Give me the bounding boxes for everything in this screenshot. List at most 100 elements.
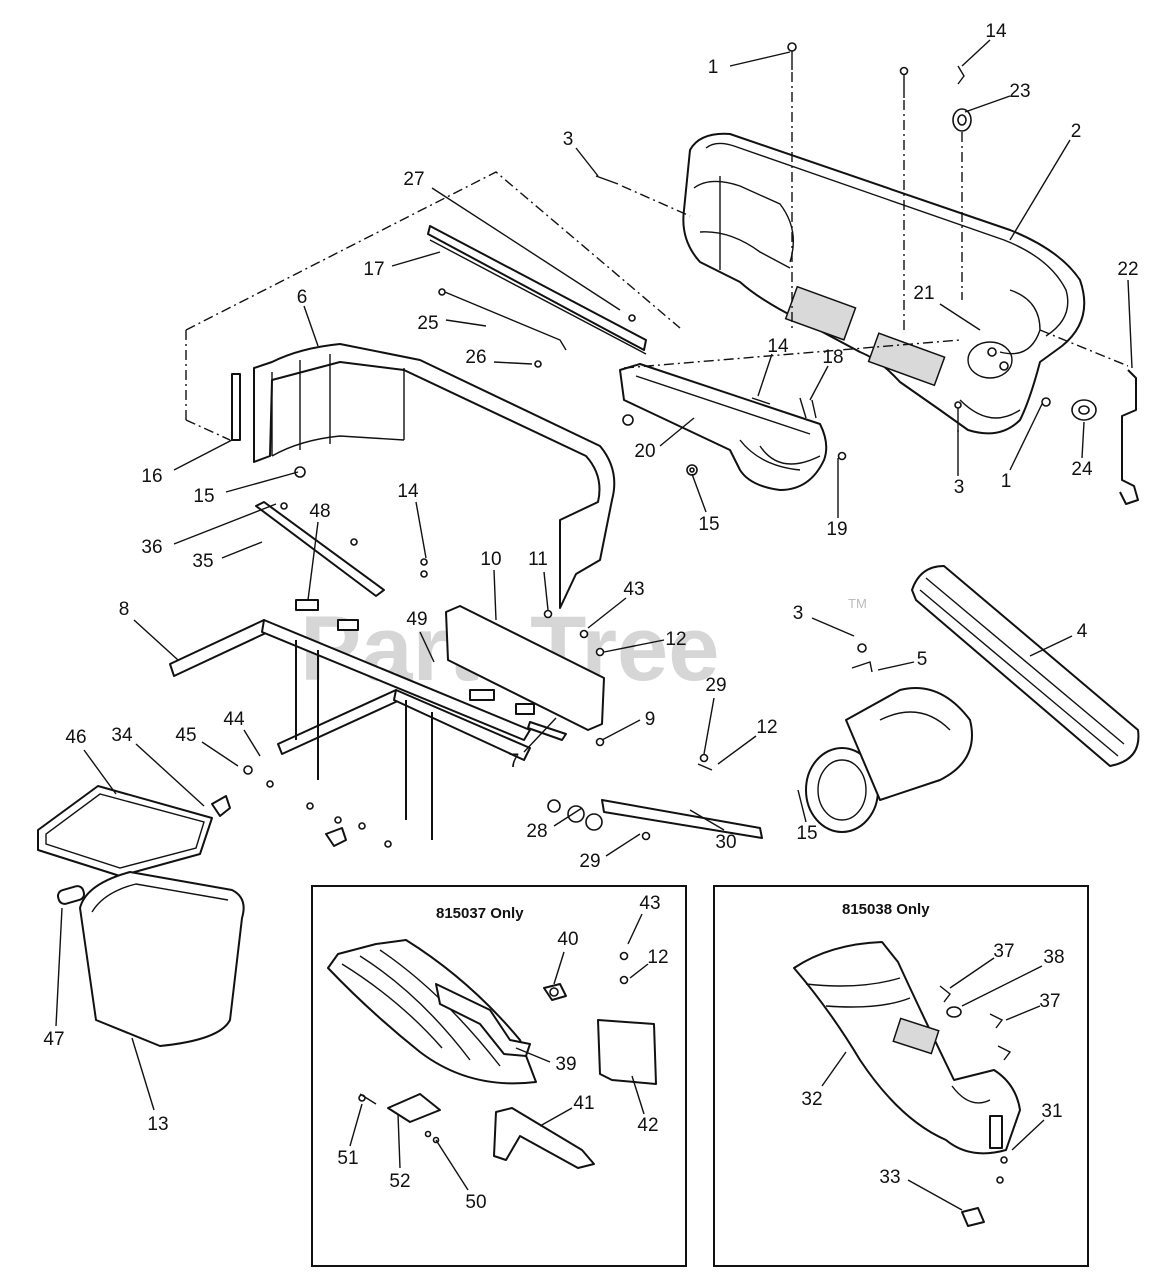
callout-label-28: 28 (526, 821, 547, 842)
callout-label-15: 15 (698, 514, 719, 535)
callout-label-18: 18 (822, 347, 843, 368)
callout-label-8: 8 (119, 599, 130, 620)
callout-leader (131, 1037, 155, 1111)
callout-leader (757, 353, 773, 397)
callout-label-50: 50 (465, 1192, 486, 1213)
bag-liner (185, 171, 681, 609)
flex-hose (911, 565, 1140, 767)
callout-label-13: 13 (147, 1114, 168, 1135)
callout-label-4: 4 (1077, 621, 1088, 642)
callout-leader (603, 639, 665, 653)
callout-label-30: 30 (715, 832, 736, 853)
callout-label-14: 14 (767, 336, 789, 357)
callout-label-19: 19 (826, 519, 847, 540)
callout-leader (797, 789, 807, 823)
callout-leader (445, 319, 487, 327)
callout-label-37: 37 (993, 941, 1014, 962)
callout-leader (307, 521, 319, 601)
callout-label-26: 26 (465, 347, 486, 368)
callout-label-43: 43 (623, 579, 644, 600)
callout-label-6: 6 (297, 287, 308, 308)
callout-label-7: 7 (509, 751, 520, 772)
callout-label-24: 24 (1071, 459, 1093, 480)
callout-label-40: 40 (557, 929, 578, 950)
callout-leader (349, 1103, 363, 1147)
callout-label-31: 31 (1041, 1101, 1062, 1122)
callout-leader (729, 51, 791, 67)
callout-label-42: 42 (637, 1115, 658, 1136)
callout-leader (553, 807, 583, 827)
callout-leader (629, 963, 649, 979)
callout-leader (1127, 279, 1133, 369)
callout-leader (173, 503, 277, 545)
callout-leader (811, 617, 855, 637)
callout-label-43: 43 (639, 893, 660, 914)
callout-label-39: 39 (555, 1054, 576, 1075)
callout-label-10: 10 (480, 549, 501, 570)
callout-label-29: 29 (579, 851, 600, 872)
callout-leader (939, 303, 981, 331)
bagger-frame (169, 501, 605, 848)
callout-leader (821, 1051, 847, 1087)
callout-leader (601, 719, 641, 741)
callout-label-46: 46 (65, 727, 86, 748)
callout-label-27: 27 (403, 169, 424, 190)
callout-label-21: 21 (913, 283, 934, 304)
callout-label-1: 1 (708, 57, 719, 78)
callout-leader (415, 501, 427, 559)
watermark-tm: TM (848, 596, 867, 611)
callout-label-45: 45 (175, 725, 196, 746)
callout-label-22: 22 (1117, 259, 1138, 280)
callout-label-16: 16 (141, 466, 162, 487)
inset-815037-title: 815037 Only (436, 905, 524, 922)
callout-label-3: 3 (793, 603, 804, 624)
callout-leader (431, 187, 621, 311)
callout-leader (391, 251, 441, 267)
callout-leader (1029, 635, 1073, 657)
callout-leader (553, 951, 565, 985)
callout-label-34: 34 (111, 725, 133, 746)
inset-815038 (713, 885, 1089, 1267)
callout-leader (605, 833, 641, 857)
callout-leader (659, 417, 695, 447)
inset-815038-title: 815038 Only (842, 901, 930, 918)
inset-815037 (311, 885, 687, 1267)
callout-label-52: 52 (389, 1171, 410, 1192)
callout-leader (397, 1113, 401, 1169)
control-rod (601, 753, 763, 841)
callout-leader (1081, 421, 1085, 459)
callout-leader (173, 439, 233, 471)
grass-bag (37, 785, 245, 1047)
callout-leader (631, 1075, 645, 1115)
callout-leader (949, 957, 995, 989)
callout-leader (539, 1107, 573, 1127)
callout-label-41: 41 (573, 1093, 594, 1114)
callout-label-9: 9 (645, 709, 656, 730)
callout-leader (907, 1179, 963, 1211)
callout-label-2: 2 (1071, 121, 1082, 142)
callout-label-3: 3 (563, 129, 574, 150)
callout-leader (515, 1047, 551, 1063)
callout-leader (1011, 1119, 1045, 1151)
callout-leader (877, 661, 915, 671)
callout-label-15: 15 (193, 486, 214, 507)
callout-label-33: 33 (879, 1167, 900, 1188)
callout-leader (493, 569, 497, 621)
callout-leader (691, 473, 707, 513)
callout-leader (543, 571, 549, 611)
callout-leader (303, 305, 319, 347)
callout-label-36: 36 (141, 537, 162, 558)
housing-hardware (595, 42, 1139, 505)
callout-leader (1005, 1005, 1041, 1021)
callout-label-20: 20 (634, 441, 655, 462)
callout-label-48: 48 (309, 501, 330, 522)
callout-leader (689, 809, 725, 831)
callout-label-25: 25 (417, 313, 438, 334)
callout-leader (809, 365, 829, 401)
callout-leader (201, 741, 239, 767)
callout-leader (717, 735, 757, 765)
callout-label-29: 29 (705, 675, 726, 696)
callout-label-47: 47 (43, 1029, 64, 1050)
callout-label-51: 51 (337, 1148, 358, 1169)
